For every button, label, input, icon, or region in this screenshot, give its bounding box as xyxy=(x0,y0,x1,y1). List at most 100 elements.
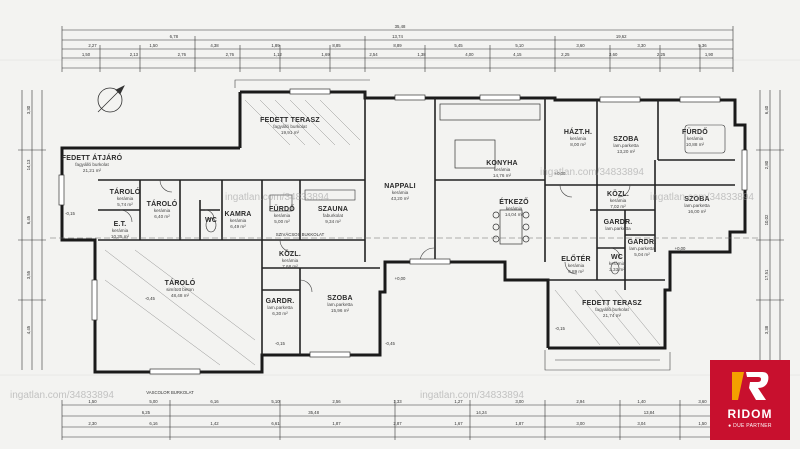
room-name: KONYHA xyxy=(486,160,518,167)
dimension-label: 1,42 xyxy=(210,421,219,426)
height-marker: +0,00 xyxy=(555,171,566,176)
room-floor-material: kerámia xyxy=(570,136,587,141)
room-floor-material: fagyálló burkolat xyxy=(273,124,307,129)
room-area: 14,04 m² xyxy=(505,212,524,217)
room-floor-material: kerámia xyxy=(117,196,134,201)
dimension-label: 6,45 xyxy=(26,215,31,224)
bottom-dimension-chains xyxy=(61,400,734,440)
height-marker: +0,00 xyxy=(395,276,406,281)
room-name: WC xyxy=(611,254,623,261)
dimension-label: 1,50 xyxy=(149,43,158,48)
room-area: 6,30 m² xyxy=(272,311,288,316)
room-floor-material: kerámia xyxy=(154,208,171,213)
room-name: NAPPALI xyxy=(384,183,416,190)
room-area: 9,34 m² xyxy=(325,219,341,224)
dimension-label: 3,04 xyxy=(637,421,646,426)
room-area: 6,40 m² xyxy=(154,214,170,219)
room-floor-material: kerámia xyxy=(274,213,291,218)
room-name: SZAUNA xyxy=(318,206,348,213)
dimension-label: 6,61 xyxy=(271,421,280,426)
dimension-label: 1,50 xyxy=(698,421,707,426)
room-name: SZOBA xyxy=(327,295,353,302)
dimension-label: 3,00 xyxy=(576,421,585,426)
dimension-label: 13,74 xyxy=(392,34,403,39)
watermark-center-right: ingatlan.com/34833894 xyxy=(650,192,754,203)
side-dimension-labels: 3,3014,136,453,554,456,402,8010,0217,513… xyxy=(26,105,769,334)
kitchen-furniture xyxy=(439,103,541,245)
top-dimension-chains xyxy=(61,26,734,72)
dimension-label: 17,51 xyxy=(764,269,769,280)
room-name: WC xyxy=(205,217,217,224)
room-floor-material: fagyálló burkolat xyxy=(595,307,629,312)
dimension-label: 3,55 xyxy=(26,270,31,279)
room-area: 19,91 m² xyxy=(281,130,300,135)
height-marker: -0,15 xyxy=(275,341,285,346)
interior-walls xyxy=(98,92,735,355)
dimension-label: 1,90 xyxy=(705,52,714,57)
axis-label: SZIVÁCSOS BUKKOLAT xyxy=(276,232,325,237)
dimension-label: 1,12 xyxy=(274,52,283,57)
room-name: GARDR. xyxy=(604,219,633,226)
room-floor-material: kerámia xyxy=(230,218,247,223)
dimension-label: 3,60 xyxy=(576,43,585,48)
dimension-label: 4,45 xyxy=(26,325,31,334)
dimension-label: 3,60 xyxy=(609,52,618,57)
dimension-label: 2,80 xyxy=(764,160,769,169)
room-name: GARDR. xyxy=(266,298,295,305)
dimension-label: 1,67 xyxy=(454,421,463,426)
room-floor-material: lam.parketta xyxy=(629,246,655,251)
dimension-label: 1,69 xyxy=(321,52,330,57)
dimension-label: 19,62 xyxy=(616,34,627,39)
room-area: 5,74 m² xyxy=(117,202,133,207)
watermark-right: ingatlan.com/34833894 xyxy=(420,390,524,401)
room-name: GARDR. xyxy=(628,239,657,246)
room-floor-material: faburkolat xyxy=(323,213,344,218)
dimension-label: 3,60 xyxy=(698,399,707,404)
room-area: 8,00 m² xyxy=(570,142,586,147)
room-name: KÖZL. xyxy=(279,249,301,258)
dimension-label: 5,10 xyxy=(515,43,524,48)
dimension-label: 10,02 xyxy=(764,214,769,225)
dimension-label: 2,25 xyxy=(561,52,570,57)
dimension-label: 6,25 xyxy=(142,410,151,415)
dimension-label: 13,84 xyxy=(644,410,655,415)
bottom-material-label: VASCOLOR BURKOLAT xyxy=(146,390,194,395)
room-floor-material: lam.parketta xyxy=(267,305,293,310)
room-floor-material: kerámia xyxy=(494,167,511,172)
dimension-label: 3,38 xyxy=(764,325,769,334)
dimension-label: 1,87 xyxy=(515,421,524,426)
ridom-logo: RIDOM ● DUE PARTNER xyxy=(710,360,790,440)
height-markers: +0,00-0,15-0,45+0,00-0,15-0,45+0,00-0,15 xyxy=(65,171,686,346)
logo-partner-text: ● DUE PARTNER xyxy=(728,423,772,429)
room-label: GARDR.lam.parketta xyxy=(604,219,633,231)
room-area: 5,00 m² xyxy=(274,219,290,224)
room-area: 43,20 m² xyxy=(391,196,410,201)
room-floor-material: kerámia xyxy=(610,198,627,203)
height-marker: -0,45 xyxy=(145,296,155,301)
dimension-label: 1,33 xyxy=(393,399,402,404)
dimension-label: 35,48 xyxy=(308,410,319,415)
ridom-mark-icon xyxy=(732,372,769,400)
room-area: 21,21 m² xyxy=(83,168,102,173)
room-name: FÜRDŐ xyxy=(682,127,708,136)
exterior-walls xyxy=(60,90,747,374)
room-name: TÁROLÓ xyxy=(110,187,141,196)
